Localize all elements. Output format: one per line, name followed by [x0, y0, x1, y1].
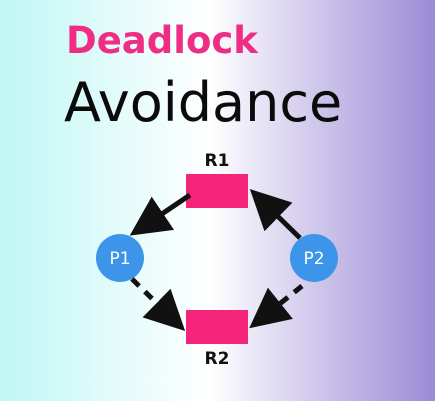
resource-r2-box [186, 310, 248, 344]
edge-p1-to-r2 [130, 277, 186, 331]
title-deadlock: Deadlock [66, 19, 258, 62]
process-p1-label: P1 [109, 249, 130, 269]
resource-r1-box [186, 174, 248, 208]
edge-p2-to-r1 [249, 189, 302, 240]
edge-r1-to-p1 [129, 192, 192, 236]
resource-r2-label: R2 [205, 349, 230, 369]
title-avoidance: Avoidance [64, 71, 343, 134]
process-p1-node [96, 234, 144, 282]
resource-r1-label: R1 [205, 151, 230, 171]
process-p2-label: P2 [303, 249, 324, 269]
process-p2-node [290, 234, 338, 282]
edge-p2-to-r2 [249, 284, 304, 329]
